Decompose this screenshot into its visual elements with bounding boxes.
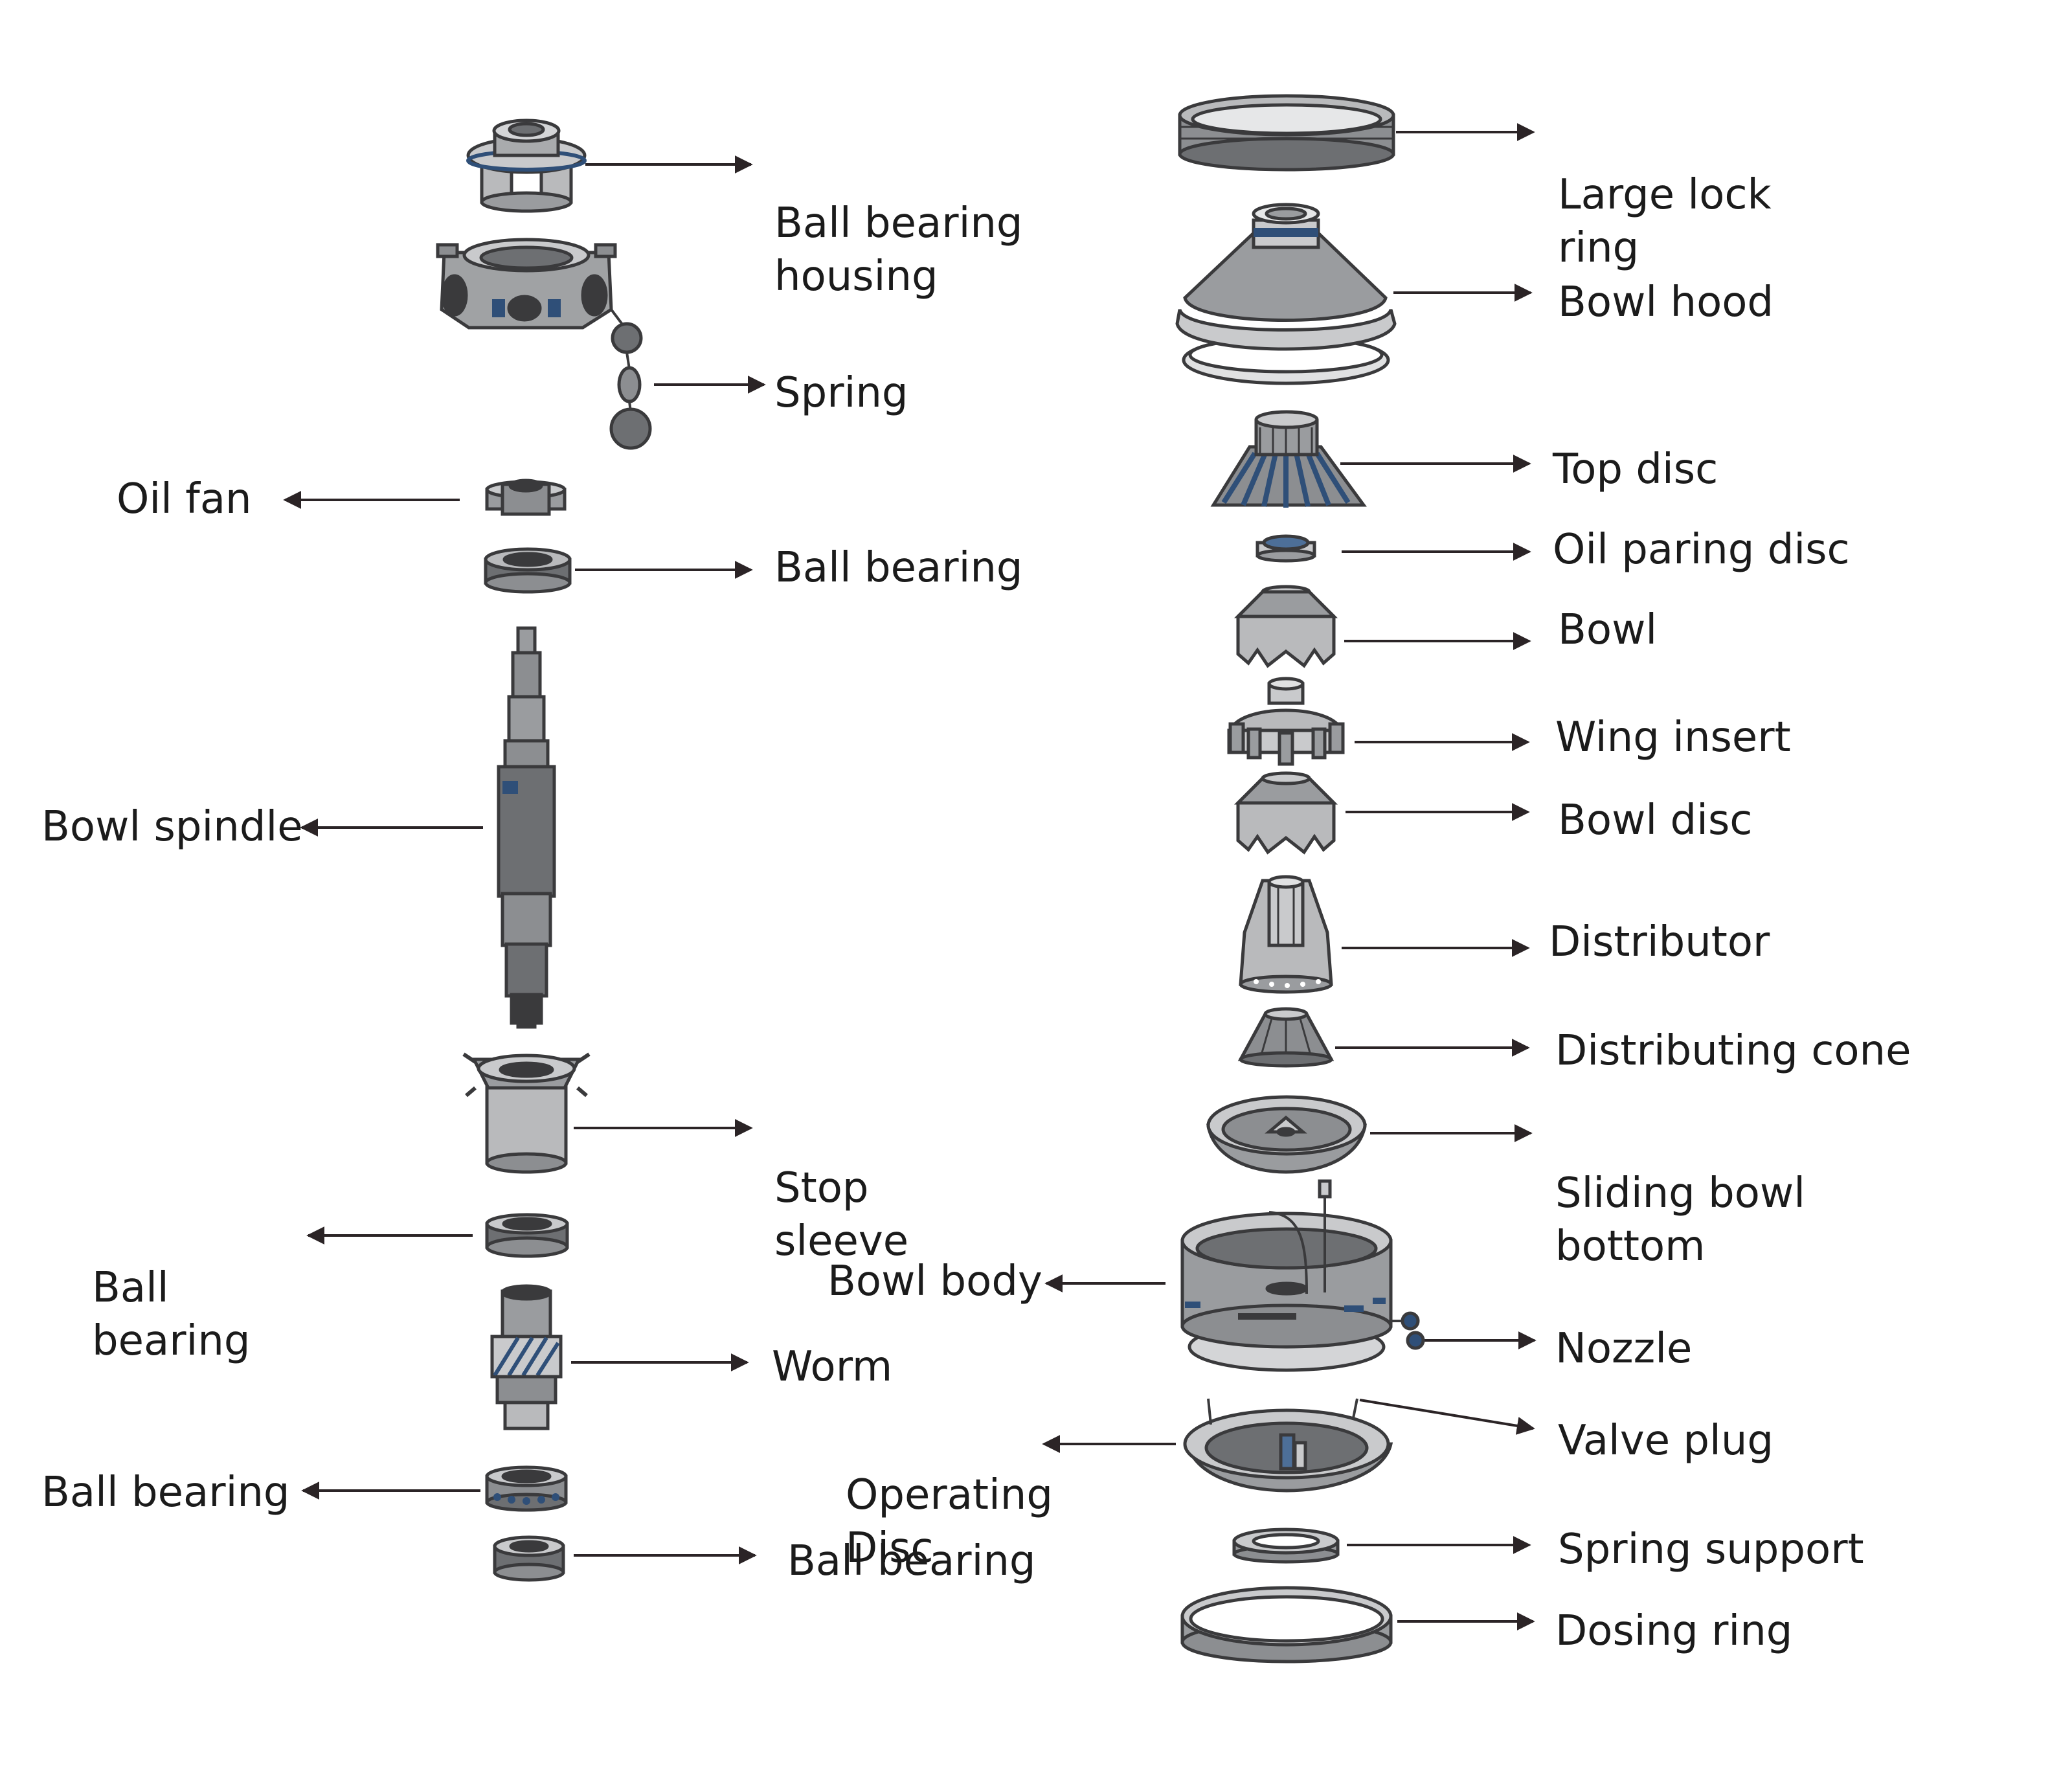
bowl-part	[1233, 585, 1338, 668]
label-nozzle: Nozzle	[1555, 1325, 1693, 1373]
label-ball-bearing-housing-line1: Ball bearing	[774, 199, 1023, 247]
label-stop-sleeve: Stop sleeve	[774, 1109, 908, 1321]
bowl-hood-part	[1175, 203, 1397, 385]
label-large-lock-ring-line2: ring	[1558, 224, 1639, 272]
label-dosing-ring: Dosing ring	[1555, 1607, 1793, 1655]
ball-bearing-housing-part	[466, 118, 587, 213]
label-ball-bearing-1: Ball bearing	[774, 544, 1023, 592]
ball-bearing-3-part	[485, 1465, 568, 1512]
label-bowl-hood: Bowl hood	[1558, 278, 1774, 326]
label-oil-fan: Oil fan	[117, 475, 252, 523]
dosing-ring-part	[1180, 1586, 1393, 1664]
label-large-lock-ring-line1: Large lock	[1558, 171, 1772, 219]
label-sliding-bowl-bottom-line2: bottom	[1555, 1223, 1706, 1270]
label-distributor: Distributor	[1549, 918, 1770, 966]
label-operating-disc-line1: Operating	[846, 1471, 1053, 1519]
label-valve-plug: Valve plug	[1558, 1417, 1774, 1465]
label-ball-bearing-2-line2: bearing	[92, 1317, 251, 1365]
label-distributing-cone: Distributing cone	[1555, 1027, 1911, 1075]
label-ball-bearing-2: Ball bearing	[92, 1208, 251, 1421]
arrow-valve-plug	[1359, 1399, 1535, 1435]
bowl-spindle-part	[497, 626, 556, 1029]
label-sliding-bowl-bottom: Sliding bowl bottom	[1555, 1114, 1805, 1326]
label-oil-paring-disc: Oil paring disc	[1553, 526, 1850, 574]
label-worm: Worm	[772, 1343, 893, 1391]
ball-bearing-1-part	[484, 547, 572, 594]
label-sliding-bowl-bottom-line1: Sliding bowl	[1555, 1169, 1806, 1217]
label-ball-bearing-2-line1: Ball	[92, 1264, 169, 1312]
distributing-cone-part	[1237, 1007, 1334, 1068]
distributor-part	[1239, 875, 1333, 994]
label-stop-sleeve-line2: sleeve	[774, 1217, 909, 1265]
label-stop-sleeve-line1: Stop	[774, 1164, 869, 1212]
label-bowl-spindle: Bowl spindle	[41, 803, 303, 851]
left-parts	[436, 118, 652, 1582]
label-bowl-body: Bowl body	[828, 1258, 1042, 1305]
bowl-body-part	[1180, 1179, 1393, 1372]
spring-housing-part	[436, 238, 617, 330]
oil-fan-part	[485, 479, 567, 516]
label-ball-bearing-4: Ball bearing	[787, 1537, 1036, 1585]
label-spring-support: Spring support	[1558, 1526, 1864, 1573]
oil-paring-disc-part	[1256, 534, 1316, 563]
label-spring: Spring	[774, 369, 908, 417]
label-ball-bearing-3: Ball bearing	[41, 1469, 290, 1517]
wing-insert-part	[1227, 677, 1345, 766]
nozzle-part	[1392, 1311, 1425, 1350]
worm-part	[490, 1284, 563, 1430]
stop-sleeve-part	[462, 1052, 591, 1174]
label-top-disc: Top disc	[1553, 446, 1718, 493]
label-operating-disc-line2: Disc	[846, 1524, 934, 1572]
large-lock-ring-part	[1178, 94, 1395, 172]
top-disc-part	[1210, 410, 1367, 508]
right-parts	[1175, 94, 1425, 1664]
leader-arrows	[283, 123, 1537, 1630]
label-large-lock-ring: Large lock ring	[1558, 115, 1772, 328]
label-ball-bearing-housing-line2: housing	[774, 253, 938, 300]
sliding-bowl-bottom-part	[1206, 1095, 1367, 1174]
ball-bearing-2-part	[485, 1213, 569, 1258]
spring-part	[609, 308, 652, 450]
label-ball-bearing-housing: Ball bearing housing	[774, 144, 1023, 356]
label-bowl-disc: Bowl disc	[1558, 796, 1753, 844]
label-operating-disc: Operating Disc	[846, 1415, 1053, 1628]
ball-bearing-4-part	[493, 1535, 565, 1582]
spring-support-part	[1232, 1528, 1340, 1564]
label-wing-insert: Wing insert	[1555, 714, 1791, 761]
label-bowl: Bowl	[1558, 606, 1658, 654]
operating-disc-part	[1183, 1398, 1393, 1493]
bowl-disc-part	[1233, 771, 1338, 855]
